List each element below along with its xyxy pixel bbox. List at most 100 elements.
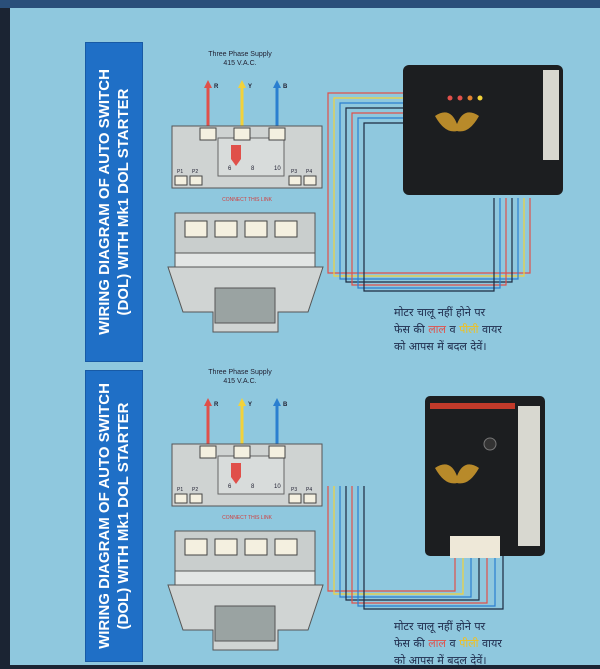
control-wire: [357, 117, 405, 168]
screw-terminal: [214, 220, 238, 238]
screw-terminal: [274, 538, 298, 556]
selector-knob: [231, 145, 241, 166]
link-note: CONNECT THIS LINK: [222, 515, 272, 521]
control-wire: [357, 168, 501, 289]
phase-label: B: [283, 84, 288, 90]
control-wire: [333, 97, 405, 168]
indicator-led: [447, 95, 453, 101]
screw-terminal: [288, 493, 302, 504]
terminal-label: P4: [306, 169, 312, 175]
arrow-up-icon: [238, 80, 246, 88]
selector-knob: [483, 437, 497, 451]
device-label-strip: [543, 70, 559, 160]
note-line: को आपस में बदल देवें।: [394, 654, 487, 667]
supply-label: Three Phase Supply: [208, 369, 272, 376]
control-wire: [351, 486, 488, 604]
arrow-up-icon: [238, 398, 246, 406]
screw-terminal: [199, 445, 217, 459]
control-wire: [327, 92, 405, 168]
control-wire: [345, 486, 480, 601]
terminal-label: P2: [192, 487, 198, 493]
control-wire: [351, 168, 507, 286]
terminal-number: 6: [228, 484, 232, 490]
supply-label: Three Phase Supply: [208, 51, 272, 58]
terminal-label-plate: [450, 536, 500, 558]
control-wire: [363, 486, 504, 610]
screw-terminal: [174, 493, 188, 504]
wiring-diagram-board: WIRING DIAGRAM OF AUTO SWITCH(DOL) WITH …: [10, 8, 600, 667]
indicator-led: [477, 95, 483, 101]
title-banner-bottom: WIRING DIAGRAM OF AUTO SWITCH(DOL) WITH …: [85, 370, 143, 662]
arrow-up-icon: [204, 80, 212, 88]
screw-terminal: [244, 538, 268, 556]
control-wire: [333, 486, 464, 595]
screw-terminal: [214, 538, 238, 556]
yellow-word: पीली: [459, 637, 479, 650]
note-text: फेस की: [394, 637, 429, 650]
arrow-up-icon: [273, 398, 281, 406]
device-header-strip: [430, 403, 515, 409]
terminal-label: P2: [192, 169, 198, 175]
terminal-number: 10: [274, 166, 281, 172]
note-text: वायर: [478, 323, 502, 336]
yellow-word: पीली: [459, 323, 479, 336]
indicator-led: [457, 95, 463, 101]
relay-window: [217, 137, 285, 177]
wings-logo: [435, 464, 479, 484]
note-text: व: [445, 323, 460, 336]
screw-terminal: [303, 175, 317, 186]
screw-terminal: [189, 493, 203, 504]
auto-switch-device: [403, 65, 563, 195]
screw-terminal: [184, 538, 208, 556]
control-wire: [345, 107, 405, 168]
terminal-number: 8: [251, 484, 255, 490]
control-wire: [363, 168, 495, 292]
arrow-up-icon: [204, 398, 212, 406]
coil: [214, 287, 276, 324]
device-label-strip: [518, 406, 540, 546]
screw-terminal: [268, 127, 286, 141]
contactor-middle: [174, 252, 316, 268]
voltage-label: 415 V.A.C.: [223, 378, 256, 385]
link-note: CONNECT THIS LINK: [222, 197, 272, 203]
screw-terminal: [268, 445, 286, 459]
hindi-note-bottom: मोटर चालू नहीं होने पर फेस की लाल व पीली…: [394, 618, 502, 669]
control-wire: [339, 486, 472, 598]
terminal-label: P3: [291, 169, 297, 175]
terminal-label: P4: [306, 487, 312, 493]
screw-terminal: [199, 127, 217, 141]
note-line: को आपस में बदल देवें।: [394, 340, 487, 353]
control-wire: [327, 486, 456, 592]
terminal-label: P3: [291, 487, 297, 493]
auto-switch-timer-device: [425, 396, 545, 556]
coil: [214, 605, 276, 642]
control-wire: [327, 168, 531, 274]
screw-terminal: [244, 220, 268, 238]
note-text: फेस की: [394, 323, 429, 336]
terminal-label: P1: [177, 169, 183, 175]
red-word: लाल: [428, 323, 446, 336]
phase-label: R: [214, 402, 219, 408]
control-wire: [345, 168, 513, 283]
control-wire: [339, 168, 519, 280]
relay-window: [217, 455, 285, 495]
wings-logo: [435, 112, 479, 132]
control-wire: [363, 122, 405, 168]
terminal-number: 10: [274, 484, 281, 490]
screw-terminal: [184, 220, 208, 238]
control-wire: [351, 112, 405, 168]
screw-terminal: [274, 220, 298, 238]
indicator-led: [467, 95, 473, 101]
arrow-up-icon: [273, 80, 281, 88]
phase-label: B: [283, 402, 288, 408]
control-wire: [333, 168, 525, 277]
selector-knob: [231, 463, 241, 484]
box-top-edge: [0, 0, 600, 8]
screw-terminal: [189, 175, 203, 186]
control-wire: [357, 486, 496, 607]
phase-label: Y: [248, 402, 252, 408]
note-line: मोटर चालू नहीं होने पर: [394, 620, 486, 633]
note-text: वायर: [478, 637, 502, 650]
contactor-middle: [174, 570, 316, 586]
